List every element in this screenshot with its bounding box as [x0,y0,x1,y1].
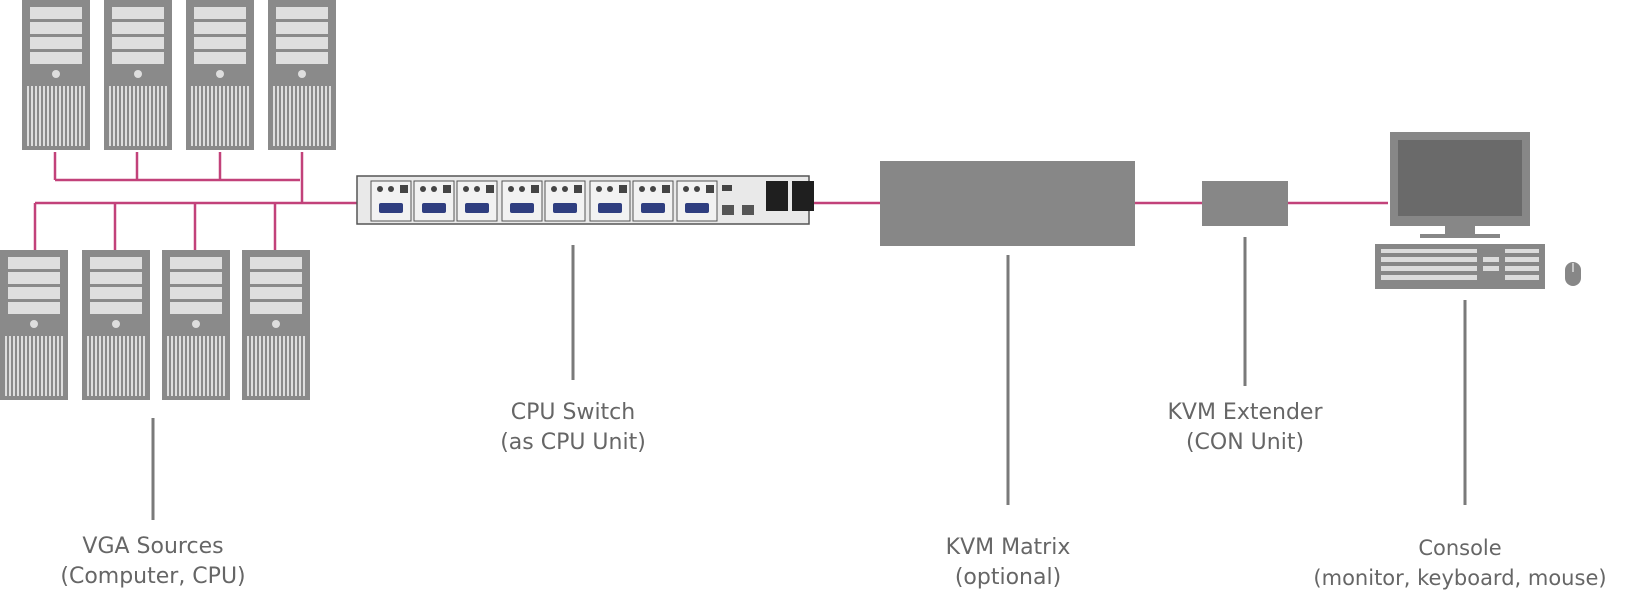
mouse-icon [1565,262,1581,286]
vga-sources-group [0,0,337,401]
console-label-line2: (monitor, keyboard, mouse) [1313,566,1607,590]
kvm-matrix-label: KVM Matrix (optional) [913,533,1103,593]
console-label-line1: Console [1418,536,1502,560]
kvm-matrix-label-line1: KVM Matrix [945,535,1071,560]
tower-computer-icon [21,0,91,151]
rack-switch-icon [356,175,814,225]
tower-computer-icon [161,249,231,401]
callout-lines [151,237,1467,520]
monitor-icon [1390,132,1530,238]
kvm-extender-label-line2: (CON Unit) [1185,430,1305,455]
cpu-switch-label-line1: CPU Switch [510,400,636,425]
kvm-extender-label-line1: KVM Extender [1167,400,1323,425]
cpu-switch-label-line2: (as CPU Unit) [500,430,646,455]
vga-sources-label-line2: (Computer, CPU) [60,564,246,589]
kvm-matrix-box [880,161,1135,246]
tower-computer-icon [103,0,173,151]
tower-computer-icon [241,249,311,401]
connection-lines [33,152,1388,250]
kvm-matrix-label-line2: (optional) [954,565,1062,590]
vga-sources-label-line1: VGA Sources [82,534,224,559]
tower-computer-icon [81,249,151,401]
tower-computer-icon [0,249,69,401]
kvm-extender-box [1202,181,1288,226]
tower-computer-icon [267,0,337,151]
cpu-switch-label: CPU Switch (as CPU Unit) [473,398,673,458]
console-label: Console (monitor, keyboard, mouse) [1291,533,1629,593]
keyboard-icon [1375,244,1545,289]
tower-computer-icon [185,0,255,151]
kvm-extender-label: KVM Extender (CON Unit) [1140,398,1350,458]
vga-sources-label: VGA Sources (Computer, CPU) [38,532,268,592]
